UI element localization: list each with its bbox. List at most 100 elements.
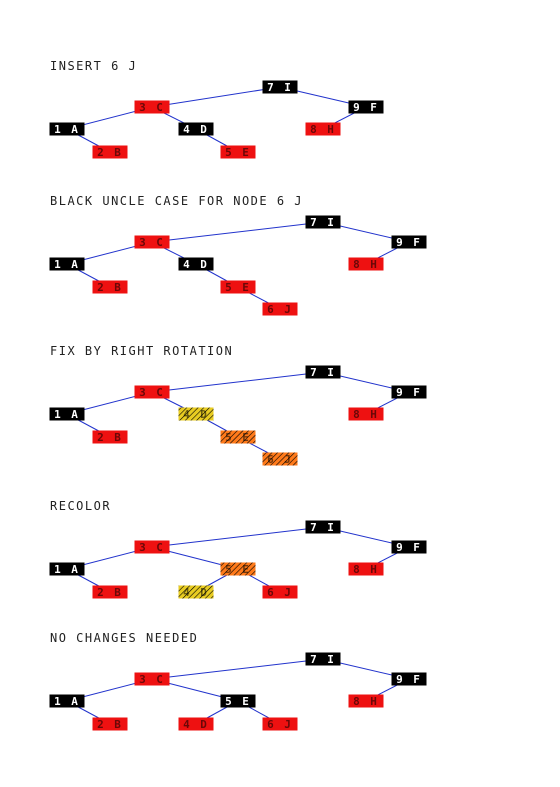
tree-node-2B: 2 B xyxy=(92,280,128,294)
node-box xyxy=(49,694,85,708)
tree-node-5E: 5 E xyxy=(220,280,256,294)
tree-node-4D: 4 D xyxy=(178,257,214,271)
tree-edge-7I-3C xyxy=(151,86,281,108)
node-label: 3 C xyxy=(139,673,165,686)
node-label: 9 F xyxy=(396,386,422,399)
node-box xyxy=(348,407,384,421)
node-box xyxy=(178,257,214,271)
panel-caption: NO CHANGES NEEDED xyxy=(50,631,198,645)
tree-node-8H: 8 H xyxy=(305,122,341,136)
node-box xyxy=(348,257,384,271)
node-label: 8 H xyxy=(353,258,379,271)
tree-node-2B: 2 B xyxy=(92,145,128,159)
node-label: 3 C xyxy=(139,541,165,554)
node-box xyxy=(134,672,170,686)
node-box xyxy=(262,717,298,731)
node-label: 5 E xyxy=(225,146,251,159)
node-box xyxy=(49,122,85,136)
tree-node-1A: 1 A xyxy=(49,257,85,271)
node-hatch xyxy=(220,562,256,576)
node-label: 9 F xyxy=(396,541,422,554)
node-label: 6 J xyxy=(267,718,293,731)
node-box xyxy=(262,302,298,316)
node-label: 2 B xyxy=(97,146,123,159)
node-box xyxy=(391,672,427,686)
node-label: 3 C xyxy=(139,101,165,114)
tree-node-5E: 5 E xyxy=(220,430,256,444)
node-box xyxy=(305,215,341,229)
tree-node-5E: 5 E xyxy=(220,562,256,576)
tree-panel-1: INSERT 6 J 7 I 3 C 9 F 1 A 4 D 8 H 2 B 5 E xyxy=(49,59,384,159)
panel-caption: BLACK UNCLE CASE FOR NODE 6 J xyxy=(50,194,303,208)
node-label: 6 J xyxy=(267,303,293,316)
node-box xyxy=(49,407,85,421)
tree-node-9F: 9 F xyxy=(391,235,427,249)
tree-node-3C: 3 C xyxy=(134,385,170,399)
tree-node-1A: 1 A xyxy=(49,694,85,708)
node-label: 2 B xyxy=(97,281,123,294)
node-box xyxy=(92,717,128,731)
tree-node-3C: 3 C xyxy=(134,235,170,249)
tree-node-2B: 2 B xyxy=(92,585,128,599)
tree-node-1A: 1 A xyxy=(49,122,85,136)
tree-node-6J: 6 J xyxy=(262,452,298,466)
node-box xyxy=(49,562,85,576)
node-box xyxy=(391,235,427,249)
node-label: 1 A xyxy=(54,408,80,421)
node-box xyxy=(391,540,427,554)
node-box xyxy=(49,257,85,271)
node-label: 6 J xyxy=(267,453,293,466)
node-box xyxy=(134,385,170,399)
node-label: 4 D xyxy=(183,123,209,136)
node-box xyxy=(134,540,170,554)
panel-caption: INSERT 6 J xyxy=(50,59,137,73)
node-box xyxy=(220,280,256,294)
tree-node-7I: 7 I xyxy=(305,520,341,534)
node-label: 7 I xyxy=(310,366,336,379)
tree-node-2B: 2 B xyxy=(92,717,128,731)
tree-node-9F: 9 F xyxy=(391,540,427,554)
node-box xyxy=(348,694,384,708)
node-box xyxy=(391,385,427,399)
node-box xyxy=(348,100,384,114)
node-box xyxy=(305,520,341,534)
node-box xyxy=(305,652,341,666)
tree-node-9F: 9 F xyxy=(391,672,427,686)
node-label: 2 B xyxy=(97,431,123,444)
node-box xyxy=(220,145,256,159)
node-label: 8 H xyxy=(310,123,336,136)
node-label: 5 E xyxy=(225,695,251,708)
tree-node-4D: 4 D xyxy=(178,717,214,731)
node-label: 8 H xyxy=(353,408,379,421)
node-label: 2 B xyxy=(97,586,123,599)
node-box xyxy=(92,145,128,159)
tree-node-8H: 8 H xyxy=(348,257,384,271)
tree-node-4D: 4 D xyxy=(178,122,214,136)
tree-node-6J: 6 J xyxy=(262,302,298,316)
tree-node-1A: 1 A xyxy=(49,407,85,421)
tree-node-7I: 7 I xyxy=(262,80,298,94)
node-box xyxy=(262,585,298,599)
tree-node-8H: 8 H xyxy=(348,694,384,708)
node-box xyxy=(348,562,384,576)
tree-node-7I: 7 I xyxy=(305,365,341,379)
tree-node-3C: 3 C xyxy=(134,100,170,114)
node-box xyxy=(178,122,214,136)
node-box xyxy=(178,717,214,731)
tree-node-3C: 3 C xyxy=(134,540,170,554)
node-label: 4 D xyxy=(183,408,209,421)
node-box xyxy=(305,122,341,136)
node-label: 5 E xyxy=(225,563,251,576)
node-label: 7 I xyxy=(310,216,336,229)
node-label: 5 E xyxy=(225,431,251,444)
node-label: 9 F xyxy=(353,101,379,114)
node-label: 8 H xyxy=(353,695,379,708)
node-label: 4 D xyxy=(183,586,209,599)
node-label: 2 B xyxy=(97,718,123,731)
node-label: 9 F xyxy=(396,673,422,686)
panel-caption: RECOLOR xyxy=(50,499,111,513)
